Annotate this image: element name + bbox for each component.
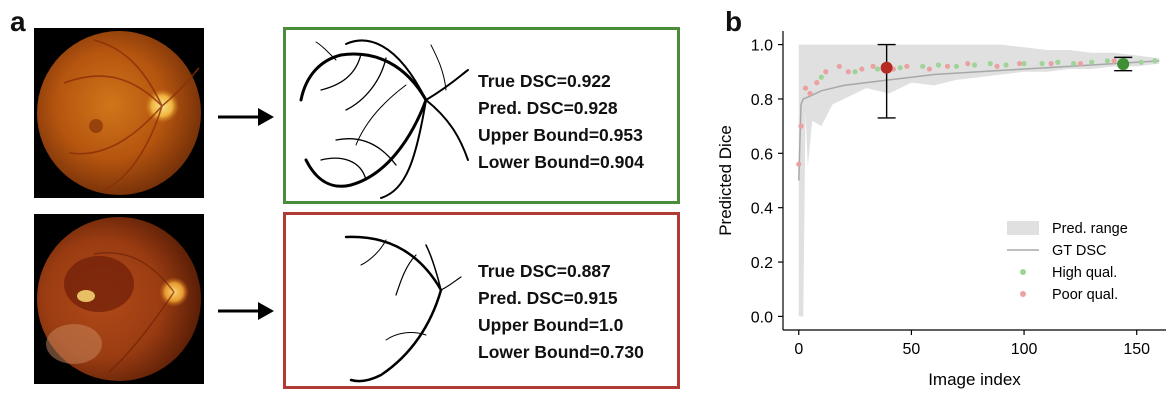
poor-quality-point xyxy=(802,85,809,91)
y-axis-label: Predicted Dice xyxy=(716,125,735,236)
poor-quality-point xyxy=(870,63,876,69)
high-quality-point xyxy=(1138,59,1144,65)
high-quality-point xyxy=(875,66,881,72)
high-quality-point xyxy=(1152,58,1158,64)
panel-label-b: b xyxy=(725,6,743,37)
legend-swatch-band xyxy=(1007,221,1039,235)
poor-quality-point xyxy=(904,63,910,69)
high-quality-point xyxy=(935,62,942,68)
high-quality-point xyxy=(971,62,978,68)
high-quality-point xyxy=(953,63,960,69)
metric-lower-bound: Lower Bound=0.730 xyxy=(478,342,644,362)
high-quality-point xyxy=(1021,61,1027,67)
poor-quality-metrics: True DSC=0.887 Pred. DSC=0.915 Upper Bou… xyxy=(478,258,644,366)
legend-label: Pred. range xyxy=(1052,221,1128,237)
high-quality-point xyxy=(1071,61,1077,67)
y-tick-label: 0.4 xyxy=(751,201,773,218)
metric-upper-bound: Upper Bound=1.0 xyxy=(478,315,624,335)
metric-true-dsc: True DSC=0.922 xyxy=(478,71,611,91)
poor-quality-point xyxy=(1111,58,1117,64)
panel-label-a: a xyxy=(10,6,26,37)
high-quality-point xyxy=(1003,62,1009,68)
poor-quality-point xyxy=(944,63,951,69)
arrow-right-icon-top xyxy=(218,108,274,126)
poor-quality-point xyxy=(965,61,971,67)
metric-true-dsc: True DSC=0.887 xyxy=(478,261,611,281)
vessel-segmentation-poor-quality xyxy=(344,235,462,383)
high-quality-point xyxy=(852,69,858,75)
y-tick-label: 1.0 xyxy=(751,38,773,55)
x-tick-label: 100 xyxy=(1011,341,1038,358)
high-quality-point xyxy=(987,61,993,67)
legend-label: High qual. xyxy=(1052,265,1117,281)
high-quality-point xyxy=(1055,59,1061,65)
fundus-image-high-quality xyxy=(34,28,204,198)
poor-quality-point xyxy=(1048,61,1054,67)
poor-quality-point xyxy=(823,69,829,75)
poor-quality-point xyxy=(807,90,813,97)
poor-quality-point xyxy=(1016,61,1023,67)
poor-quality-point xyxy=(1077,61,1083,67)
poor-quality-point xyxy=(845,69,851,75)
x-axis-label: Image index xyxy=(928,370,1021,389)
high-quality-point xyxy=(1089,59,1095,65)
x-tick-label: 150 xyxy=(1123,341,1150,358)
highlighted-point xyxy=(1117,58,1130,71)
y-tick-label: 0.0 xyxy=(751,309,773,326)
vessel-segmentation-high-quality xyxy=(299,39,469,199)
highlighted-point xyxy=(880,61,893,74)
metric-upper-bound: Upper Bound=0.953 xyxy=(478,125,643,145)
metric-pred-dsc: Pred. DSC=0.915 xyxy=(478,288,618,308)
poor-quality-point xyxy=(859,66,865,72)
metric-pred-dsc: Pred. DSC=0.928 xyxy=(478,98,618,118)
poor-quality-point xyxy=(926,66,933,72)
x-tick-label: 50 xyxy=(903,341,921,358)
high-quality-point xyxy=(818,74,824,80)
y-tick-label: 0.8 xyxy=(751,92,773,109)
high-quality-point xyxy=(920,63,926,69)
legend-swatch-dot xyxy=(1020,269,1026,275)
poor-quality-point xyxy=(814,80,820,86)
y-tick-label: 0.2 xyxy=(751,255,773,272)
y-tick-label: 0.6 xyxy=(751,146,773,163)
poor-quality-point xyxy=(836,63,842,69)
fundus-image-poor-quality xyxy=(34,214,204,384)
gt-dsc-line xyxy=(798,60,1160,181)
pred-range-band xyxy=(798,44,1160,317)
poor-quality-point xyxy=(798,123,804,129)
poor-quality-result-box: True DSC=0.887 Pred. DSC=0.915 Upper Bou… xyxy=(283,212,680,389)
metric-lower-bound: Lower Bound=0.904 xyxy=(478,152,644,172)
high-quality-point xyxy=(1039,61,1045,67)
legend-swatch-dot xyxy=(1020,291,1026,297)
legend-label: Poor qual. xyxy=(1052,287,1118,303)
arrow-right-icon-bottom xyxy=(218,302,274,320)
poor-quality-point xyxy=(994,63,1000,69)
poor-quality-point xyxy=(796,161,802,167)
high-quality-point xyxy=(1104,58,1111,64)
x-tick-label: 0 xyxy=(794,341,803,358)
high-quality-result-box: True DSC=0.922 Pred. DSC=0.928 Upper Bou… xyxy=(283,27,680,204)
high-quality-point xyxy=(897,65,903,71)
high-quality-metrics: True DSC=0.922 Pred. DSC=0.928 Upper Bou… xyxy=(478,68,644,176)
legend-label: GT DSC xyxy=(1052,243,1107,259)
